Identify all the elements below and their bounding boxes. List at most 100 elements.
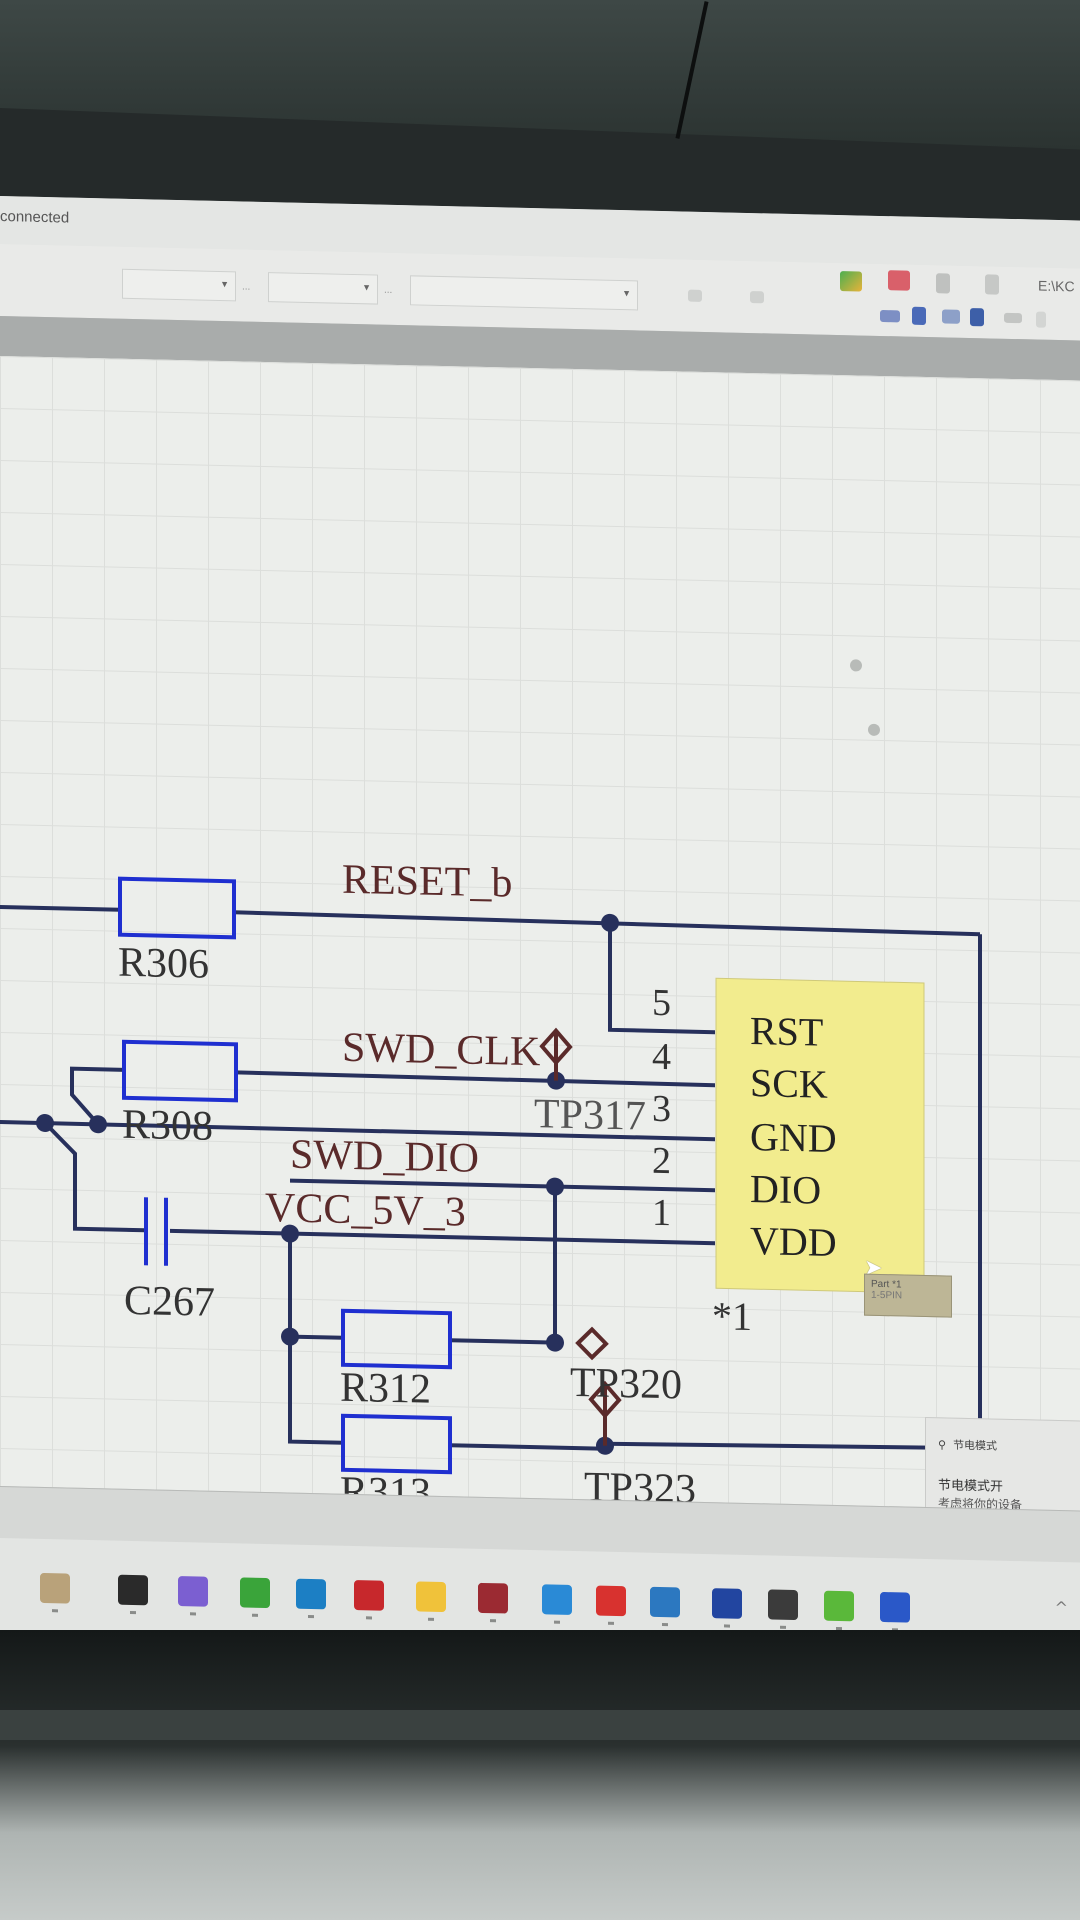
wps-icon[interactable] bbox=[596, 1585, 626, 1617]
running-indicator bbox=[608, 1621, 614, 1625]
chevron-down-icon: ▼ bbox=[622, 288, 631, 299]
wire-vcc-vertical[interactable] bbox=[288, 1233, 343, 1445]
edge-icon[interactable] bbox=[296, 1578, 326, 1610]
wire-r308-left[interactable] bbox=[70, 1066, 124, 1126]
running-indicator bbox=[308, 1614, 314, 1619]
tooltip-subtitle: 1-5PIN bbox=[871, 1289, 903, 1302]
wire-r313-right[interactable] bbox=[450, 1443, 605, 1451]
location-pin-icon: ⚲ bbox=[938, 1438, 947, 1452]
wire-icon[interactable] bbox=[880, 309, 900, 323]
pin-name: SCK bbox=[750, 1060, 828, 1107]
grid-dot bbox=[850, 659, 862, 672]
more-button-2[interactable]: ... bbox=[384, 284, 393, 296]
net-label-swd-clk: SWD_CLK bbox=[342, 1024, 541, 1076]
pin-number: 5 bbox=[652, 981, 671, 1025]
toolbar-combo-2[interactable]: ▼ bbox=[268, 272, 378, 305]
junction-dot bbox=[36, 1114, 54, 1133]
align-icon[interactable] bbox=[688, 289, 702, 302]
connector-body[interactable] bbox=[715, 977, 925, 1294]
resistor-r306[interactable] bbox=[118, 876, 236, 940]
wire-gnd[interactable] bbox=[0, 1120, 716, 1142]
junction-icon[interactable] bbox=[942, 309, 960, 324]
junction-dot bbox=[601, 913, 619, 932]
net-label-vcc: VCC_5V_3 bbox=[265, 1185, 466, 1236]
resistor-r312[interactable] bbox=[341, 1308, 452, 1370]
resistor-r308[interactable] bbox=[122, 1039, 238, 1103]
toolbar-combo-1[interactable]: ▼ bbox=[122, 268, 236, 302]
running-indicator bbox=[52, 1609, 58, 1613]
chevron-down-icon: ▼ bbox=[220, 278, 229, 290]
running-indicator bbox=[366, 1616, 372, 1620]
distribute-icon[interactable] bbox=[750, 291, 764, 304]
ref-connector: *1 bbox=[712, 1293, 752, 1340]
horse-app-icon[interactable] bbox=[40, 1572, 70, 1604]
notification-title: 节电模式开 bbox=[938, 1478, 1004, 1495]
junction-dot bbox=[546, 1177, 564, 1196]
junction-dot bbox=[281, 1224, 299, 1243]
toolbar-combo-3[interactable]: ▼ bbox=[410, 275, 638, 311]
file-explorer-icon[interactable] bbox=[416, 1581, 446, 1613]
ref-tp317: TP317 bbox=[534, 1091, 647, 1140]
text-icon[interactable] bbox=[1004, 312, 1022, 324]
junction-dot bbox=[546, 1333, 564, 1352]
grid-artifacts bbox=[850, 659, 880, 736]
pin-name: DIO bbox=[750, 1166, 822, 1213]
running-indicator bbox=[554, 1620, 560, 1624]
running-indicator bbox=[780, 1625, 786, 1629]
part-tooltip: Part *1 1-5PIN bbox=[864, 1273, 952, 1318]
sync-app-icon[interactable] bbox=[650, 1586, 680, 1618]
wire-vcc[interactable] bbox=[170, 1228, 715, 1246]
monitor-bezel-bottom bbox=[0, 1630, 1080, 1920]
running-indicator bbox=[428, 1617, 434, 1621]
bus-icon[interactable] bbox=[912, 306, 926, 326]
visual-studio-icon[interactable] bbox=[178, 1576, 208, 1607]
wire-reset-left[interactable] bbox=[0, 905, 120, 912]
junction-dot bbox=[281, 1327, 299, 1346]
running-indicator bbox=[190, 1612, 196, 1616]
green-app-icon[interactable] bbox=[824, 1590, 854, 1622]
kicad-icon[interactable] bbox=[542, 1584, 572, 1615]
ref-c267: C267 bbox=[124, 1277, 216, 1326]
running-indicator bbox=[130, 1610, 136, 1615]
edit-pencil-icon[interactable] bbox=[840, 271, 862, 292]
component-icon[interactable] bbox=[888, 270, 910, 291]
flash-app-icon[interactable] bbox=[880, 1591, 910, 1623]
audio-recorder-icon[interactable] bbox=[354, 1580, 384, 1611]
monitor-frame-bottom bbox=[0, 1710, 1080, 1740]
path-text: E:\KC bbox=[1038, 277, 1075, 295]
testpoint-tp320-icon[interactable] bbox=[575, 1326, 609, 1361]
wire-swd-dio[interactable] bbox=[290, 1178, 715, 1193]
wire-reset-pin5[interactable] bbox=[608, 922, 715, 1035]
notification-app: 节电模式 bbox=[953, 1438, 998, 1453]
junctions bbox=[36, 913, 619, 1455]
netlabel-icon[interactable] bbox=[970, 308, 984, 327]
wechat-icon[interactable] bbox=[240, 1577, 270, 1609]
wire-r312-right[interactable] bbox=[450, 1338, 555, 1345]
grid-dot bbox=[868, 723, 880, 736]
running-indicator bbox=[490, 1619, 496, 1623]
grid-icon[interactable] bbox=[985, 274, 999, 295]
power-icon[interactable] bbox=[1036, 311, 1046, 328]
pin-name: RST bbox=[750, 1008, 824, 1055]
pin-number: 2 bbox=[652, 1139, 671, 1183]
wire-c267-left[interactable] bbox=[43, 1121, 145, 1233]
app-a-icon[interactable] bbox=[712, 1588, 742, 1619]
running-indicator bbox=[662, 1623, 668, 1627]
schematic-canvas[interactable]: RESET_b R306 SWD_CLK R308 TP317 SWD_DIO … bbox=[0, 356, 1080, 1517]
resistor-r313[interactable] bbox=[341, 1413, 452, 1475]
running-indicator bbox=[724, 1624, 730, 1628]
ai-app-icon[interactable] bbox=[768, 1589, 798, 1621]
pin-number: 1 bbox=[652, 1191, 671, 1235]
ground-icon[interactable] bbox=[936, 273, 950, 294]
pattern-app-icon[interactable] bbox=[478, 1582, 508, 1614]
more-button-1[interactable]: ... bbox=[242, 281, 251, 293]
components bbox=[118, 876, 452, 1475]
pin-name: GND bbox=[750, 1114, 837, 1161]
ref-tp320: TP320 bbox=[570, 1359, 683, 1409]
wire-swd-clk[interactable] bbox=[235, 1070, 716, 1088]
net-label-reset: RESET_b bbox=[342, 856, 513, 907]
terminal-icon[interactable] bbox=[118, 1574, 148, 1606]
net-label-swd-dio: SWD_DIO bbox=[290, 1131, 479, 1182]
tray-chevron-icon[interactable]: ^ bbox=[1054, 1597, 1068, 1618]
pin-number: 4 bbox=[652, 1035, 671, 1079]
